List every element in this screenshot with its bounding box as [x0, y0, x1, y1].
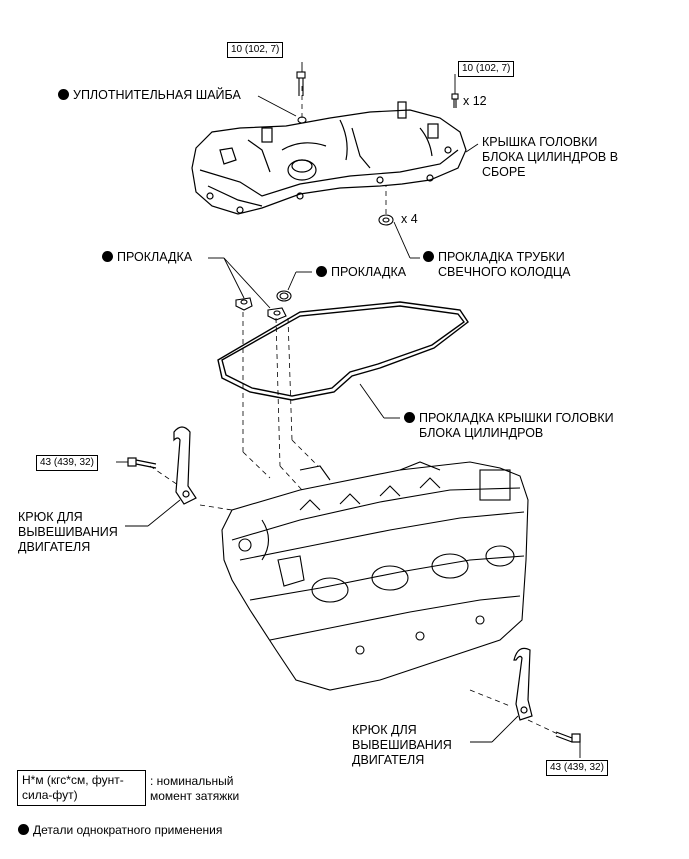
cover-bolts-drawing [296, 71, 459, 226]
label-seal-washer: УПЛОТНИТЕЛЬНАЯ ШАЙБА [58, 88, 241, 103]
legend-non-reusable-note: Детали однократного применения [18, 823, 222, 837]
label-hook-left: КРЮК ДЛЯ ВЫВЕШИВАНИЯ ДВИГАТЕЛЯ [18, 510, 118, 554]
label-gasket-left: ПРОКЛАДКА [102, 250, 192, 265]
non-reusable-dot-icon [18, 824, 29, 835]
non-reusable-dot-icon [404, 412, 415, 423]
cylinder-head-cover-drawing [191, 101, 467, 215]
legend-unit-box: Н*м (кгс*см, фунт- сила-фут) [17, 770, 146, 806]
label-plug-tube-gasket: ПРОКЛАДКА ТРУБКИ СВЕЧНОГО КОЛОДЦА [423, 250, 570, 280]
plug-gasket-quantity: x 4 [401, 212, 418, 226]
label-cover-assembly: КРЫШКА ГОЛОВКИ БЛОКА ЦИЛИНДРОВ В СБОРЕ [482, 135, 619, 179]
non-reusable-dot-icon [102, 251, 113, 262]
torque-washer-bolt: 10 (102, 7) [227, 42, 284, 58]
legend-description: : номинальный момент затяжки [150, 774, 240, 803]
torque-hook-left-bolt: 43 (439, 32) [36, 455, 98, 471]
engine-hook-left-drawing [127, 426, 197, 505]
label-hook-right: КРЮК ДЛЯ ВЫВЕШИВАНИЯ ДВИГАТЕЛЯ [352, 723, 452, 767]
engine-hook-right-drawing [513, 647, 581, 743]
bolt-quantity: x 12 [463, 94, 487, 108]
label-cover-gasket: ПРОКЛАДКА КРЫШКИ ГОЛОВКИ БЛОКА ЦИЛИНДРОВ [404, 411, 614, 441]
non-reusable-dot-icon [316, 266, 327, 277]
leader-lines [116, 62, 581, 758]
cover-gasket-ring-drawing [217, 301, 469, 401]
torque-hook-right-bolt: 43 (439, 32) [546, 760, 608, 776]
non-reusable-dot-icon [423, 251, 434, 262]
small-gaskets-drawing [235, 290, 292, 321]
torque-cover-bolts: 10 (102, 7) [458, 61, 515, 77]
label-gasket-right: ПРОКЛАДКА [316, 265, 406, 280]
engine-block-drawing [221, 461, 529, 691]
assembly-dashed-lines [149, 86, 561, 736]
non-reusable-dot-icon [58, 89, 69, 100]
